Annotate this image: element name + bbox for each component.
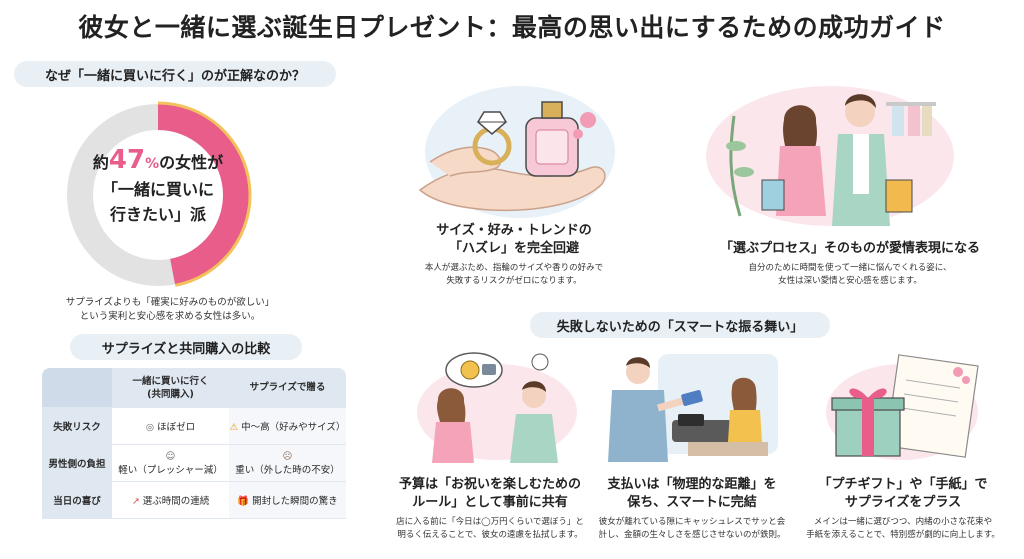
comparison-table: 一緒に買いに行く(共同購入) サプライズで贈る 失敗リスク ◎ ほぼゼロ ⚠ 中… bbox=[42, 368, 346, 519]
smart-body-line2: 計し、金額の生々しさを感じさせないのが鉄則。 bbox=[598, 530, 786, 540]
smart-body-line2: 手紙を添えることで、特別感が劇的に向上します。 bbox=[806, 530, 1000, 540]
table-header-joint: 一緒に買いに行く(共同購入) bbox=[112, 368, 229, 408]
section-heading-why: なぜ「一緒に買いに行く」のが正解なのか？ bbox=[14, 61, 336, 87]
donut-arc bbox=[157, 104, 249, 285]
cell-text: 開封した瞬間の驚き bbox=[252, 496, 338, 507]
smile-icon: ☺ bbox=[165, 450, 176, 462]
benefit-avoid-mismatch: サイズ・好み・トレンドの 「ハズレ」を完全回避 本人が選ぶため、指輪のサイズや香… bbox=[394, 222, 634, 288]
donut-caption: サプライズよりも「確実に好みのものが欲しい」 という実利と安心感を求める女性は多… bbox=[20, 296, 320, 324]
donut-chart bbox=[67, 101, 252, 287]
worried-person-icon: ☹ bbox=[282, 450, 293, 462]
table-header-surprise: サプライズで贈る bbox=[228, 368, 346, 408]
table-row: 当日の喜び ↗ 選ぶ時間の連続 🎁 開封した瞬間の驚き bbox=[42, 482, 346, 519]
smart-title-line1: 支払いは「物理的な距離」を bbox=[607, 477, 777, 492]
chart-up-icon: ↗ bbox=[131, 496, 140, 507]
table-header-joint-line2: (共同購入) bbox=[147, 388, 194, 400]
table-corner bbox=[42, 368, 112, 408]
donut-line1-suffix: の女性が bbox=[159, 153, 224, 172]
row-label: 男性側の負担 bbox=[42, 445, 112, 482]
donut-line3: 行きたい」派 bbox=[109, 205, 206, 224]
smart-body: 店に入る前に「今日は◯万円くらいで選ぼう」と明るく伝えることで、彼女の遠慮を払拭… bbox=[390, 516, 590, 542]
benefit-body: 本人が選ぶため、指輪のサイズや香りの好みで失敗するリスクがゼロになります。 bbox=[394, 262, 634, 288]
smart-title-line2: ルール」として事前に共有 bbox=[412, 495, 568, 510]
smart-payment: 支払いは「物理的な距離」を 保ち、スマートに完結 彼女が離れている隙にキャッシュ… bbox=[592, 476, 792, 542]
table-cell: ◎ ほぼゼロ bbox=[112, 408, 229, 445]
smart-body-line1: 彼女が離れている隙にキャッシュレスでサッと会 bbox=[598, 517, 786, 527]
table-row: 男性側の負担 ☺ 軽い（プレッシャー減） ☹ 重い（外した時の不安） bbox=[42, 445, 346, 482]
benefit-body-line2: 女性は深い愛情と安心感を感じます。 bbox=[778, 276, 922, 286]
table-header-joint-line1: 一緒に買いに行く bbox=[132, 375, 209, 387]
table-cell: ☹ 重い（外した時の不安） bbox=[228, 445, 346, 482]
ring-perfume-hand-icon bbox=[418, 86, 615, 218]
cell-text: 重い（外した時の不安） bbox=[235, 464, 340, 476]
smart-body: 彼女が離れている隙にキャッシュレスでサッと会計し、金額の生々しさを感じさせないの… bbox=[592, 516, 792, 542]
budget-talk-icon bbox=[417, 352, 577, 463]
benefit-body-line2: 失敗するリスクがゼロになります。 bbox=[446, 276, 582, 286]
table-header-row: 一緒に買いに行く(共同購入) サプライズで贈る bbox=[42, 368, 346, 408]
donut-percent-sign: % bbox=[145, 156, 160, 172]
shopping-couple-icon bbox=[706, 86, 954, 226]
smart-body: メインは一緒に選びつつ、内緒の小さな花束や手紙を添えることで、特別感が劇的に向上… bbox=[796, 516, 1010, 542]
smart-petit-gift: 「プチギフト」や「手紙」で サプライズをプラス メインは一緒に選びつつ、内緒の小… bbox=[796, 476, 1010, 542]
donut-caption-line1: サプライズよりも「確実に好みのものが欲しい」 bbox=[65, 297, 275, 308]
table-cell: ⚠ 中〜高（好みやサイズ） bbox=[228, 408, 346, 445]
smart-budget: 予算は「お祝いを楽しむための ルール」として事前に共有 店に入る前に「今日は◯万… bbox=[390, 476, 590, 542]
donut-caption-line2: という実利と安心感を求める女性は多い。 bbox=[79, 311, 261, 322]
smart-title-line1: 「プチギフト」や「手紙」で bbox=[818, 477, 988, 492]
smart-body-line1: メインは一緒に選びつつ、内緒の小さな花束や bbox=[813, 517, 993, 527]
page-title: 彼女と一緒に選ぶ誕生日プレゼント：最高の思い出にするための成功ガイド bbox=[78, 13, 946, 42]
donut-line2: 「一緒に買いに bbox=[101, 180, 214, 199]
check-circle-icon: ◎ bbox=[145, 422, 155, 433]
cell-text: 軽い（プレッシャー減） bbox=[118, 464, 223, 476]
donut-percent-value: 47 bbox=[108, 145, 146, 175]
smart-title-line2: 保ち、スマートに完結 bbox=[627, 495, 757, 510]
benefit-process-love: 「選ぶプロセス」そのものが愛情表現になる 自分のために時間を使って一緒に悩んでく… bbox=[700, 240, 1000, 288]
row-label: 失敗リスク bbox=[42, 408, 112, 445]
donut-prefix: 約 bbox=[92, 153, 109, 172]
benefit-title-line1: サイズ・好み・トレンドの bbox=[436, 223, 592, 238]
gift-letter-icon bbox=[826, 354, 979, 460]
cell-text: ほぼゼロ bbox=[157, 422, 196, 433]
section-heading-smart: 失敗しないための「スマートな振る舞い」 bbox=[530, 312, 830, 338]
card-payment-icon bbox=[608, 354, 778, 462]
donut-arc-edge bbox=[157, 101, 252, 287]
cell-text: 中〜高（好みやサイズ） bbox=[241, 422, 346, 433]
smart-title-line2: サプライズをプラス bbox=[844, 495, 962, 510]
table-cell: ↗ 選ぶ時間の連続 bbox=[112, 482, 229, 519]
table-cell: ☺ 軽い（プレッシャー減） bbox=[112, 445, 229, 482]
cell-text: 選ぶ時間の連続 bbox=[142, 496, 210, 507]
smart-body-line1: 店に入る前に「今日は◯万円くらいで選ぼう」と bbox=[396, 517, 584, 527]
benefit-title: 「選ぶプロセス」そのものが愛情表現になる bbox=[719, 241, 980, 256]
benefit-body: 自分のために時間を使って一緒に悩んでくれる姿に、女性は深い愛情と安心感を感じます… bbox=[700, 262, 1000, 288]
gift-icon: 🎁 bbox=[237, 496, 250, 507]
smart-body-line2: 明るく伝えることで、彼女の遠慮を払拭します。 bbox=[397, 530, 583, 540]
warning-icon: ⚠ bbox=[229, 422, 239, 433]
benefit-body-line1: 自分のために時間を使って一緒に悩んでくれる姿に、 bbox=[748, 263, 952, 273]
benefit-body-line1: 本人が選ぶため、指輪のサイズや香りの好みで bbox=[424, 263, 604, 273]
donut-label: 約47%の女性が 「一緒に買いに 行きたい」派 bbox=[78, 145, 238, 227]
benefit-title-line2: 「ハズレ」を完全回避 bbox=[448, 241, 579, 256]
table-cell: 🎁 開封した瞬間の驚き bbox=[228, 482, 346, 519]
section-heading-comparison: サプライズと共同購入の比較 bbox=[70, 334, 302, 360]
row-label: 当日の喜び bbox=[42, 482, 112, 519]
smart-title-line1: 予算は「お祝いを楽しむための bbox=[398, 477, 581, 492]
table-row: 失敗リスク ◎ ほぼゼロ ⚠ 中〜高（好みやサイズ） bbox=[42, 408, 346, 445]
